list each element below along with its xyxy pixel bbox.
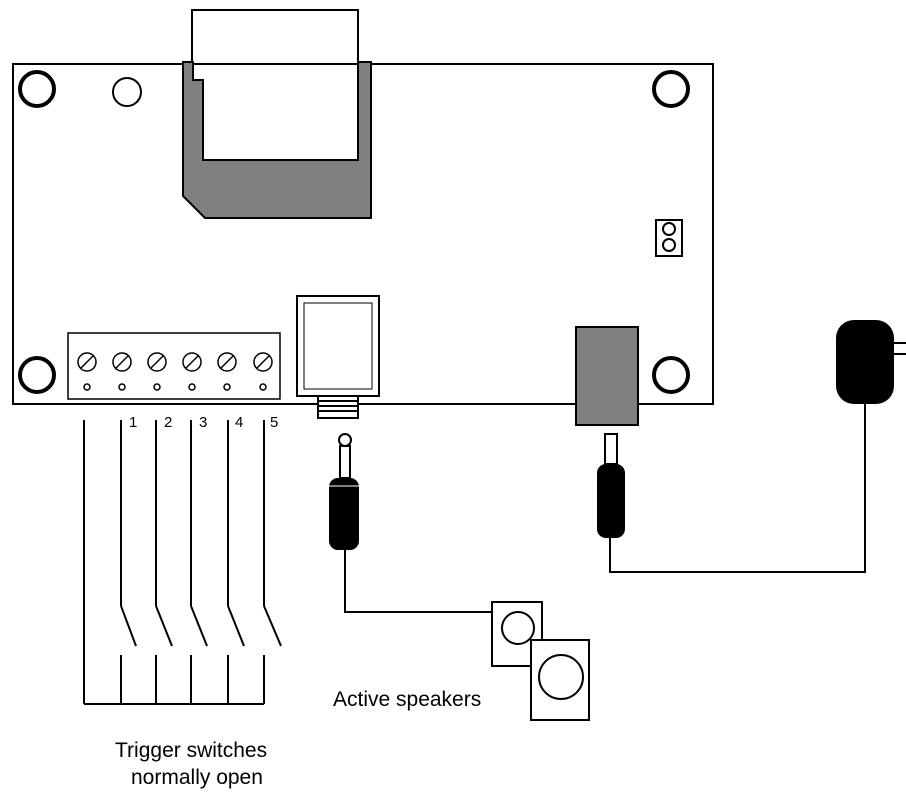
power-jack	[575, 326, 639, 426]
speaker-cable	[344, 550, 492, 613]
mounting-hole	[18, 70, 56, 108]
audio-plug-shaft	[339, 445, 351, 479]
mounting-hole	[652, 70, 690, 108]
trigger-switches	[83, 420, 282, 705]
power-plug-pin	[604, 433, 618, 465]
terminal-screws	[77, 352, 273, 391]
mounting-hole	[18, 356, 56, 394]
terminal-block	[67, 332, 281, 400]
power-cable	[609, 400, 866, 573]
jumper-pin	[662, 238, 676, 252]
audio-plug-body	[329, 478, 359, 550]
terminal-label-3: 3	[199, 414, 208, 431]
audio-jack-inner	[303, 302, 373, 390]
audio-plug-tip	[338, 433, 352, 447]
terminal-label-1: 1	[129, 414, 138, 431]
jumper-pin	[662, 222, 676, 236]
terminal-label-2: 2	[164, 414, 173, 431]
audio-jack-thread	[317, 395, 359, 419]
terminal-label-4: 4	[235, 414, 244, 431]
terminal-screw-hole	[83, 383, 91, 391]
sd-card-slot	[182, 61, 372, 219]
terminal-screw-hole	[223, 383, 231, 391]
speaker-back-cone	[501, 611, 535, 645]
speakers-label: Active speakers	[333, 688, 482, 711]
terminal-label-5: 5	[270, 414, 279, 431]
terminal-screw-hole	[188, 383, 196, 391]
power-plug-body	[597, 464, 625, 538]
mounting-hole	[652, 356, 690, 394]
switches-label-line1: Trigger switches	[115, 739, 268, 762]
terminal-screw-hole	[153, 383, 161, 391]
terminal-screw-hole	[118, 383, 126, 391]
speaker-front-cone	[538, 654, 584, 700]
switches-label-line2: normally open	[131, 766, 263, 789]
power-adapter	[836, 320, 894, 404]
terminal-screw-hole	[259, 383, 267, 391]
small-hole	[112, 77, 142, 107]
audio-jack	[296, 295, 380, 397]
